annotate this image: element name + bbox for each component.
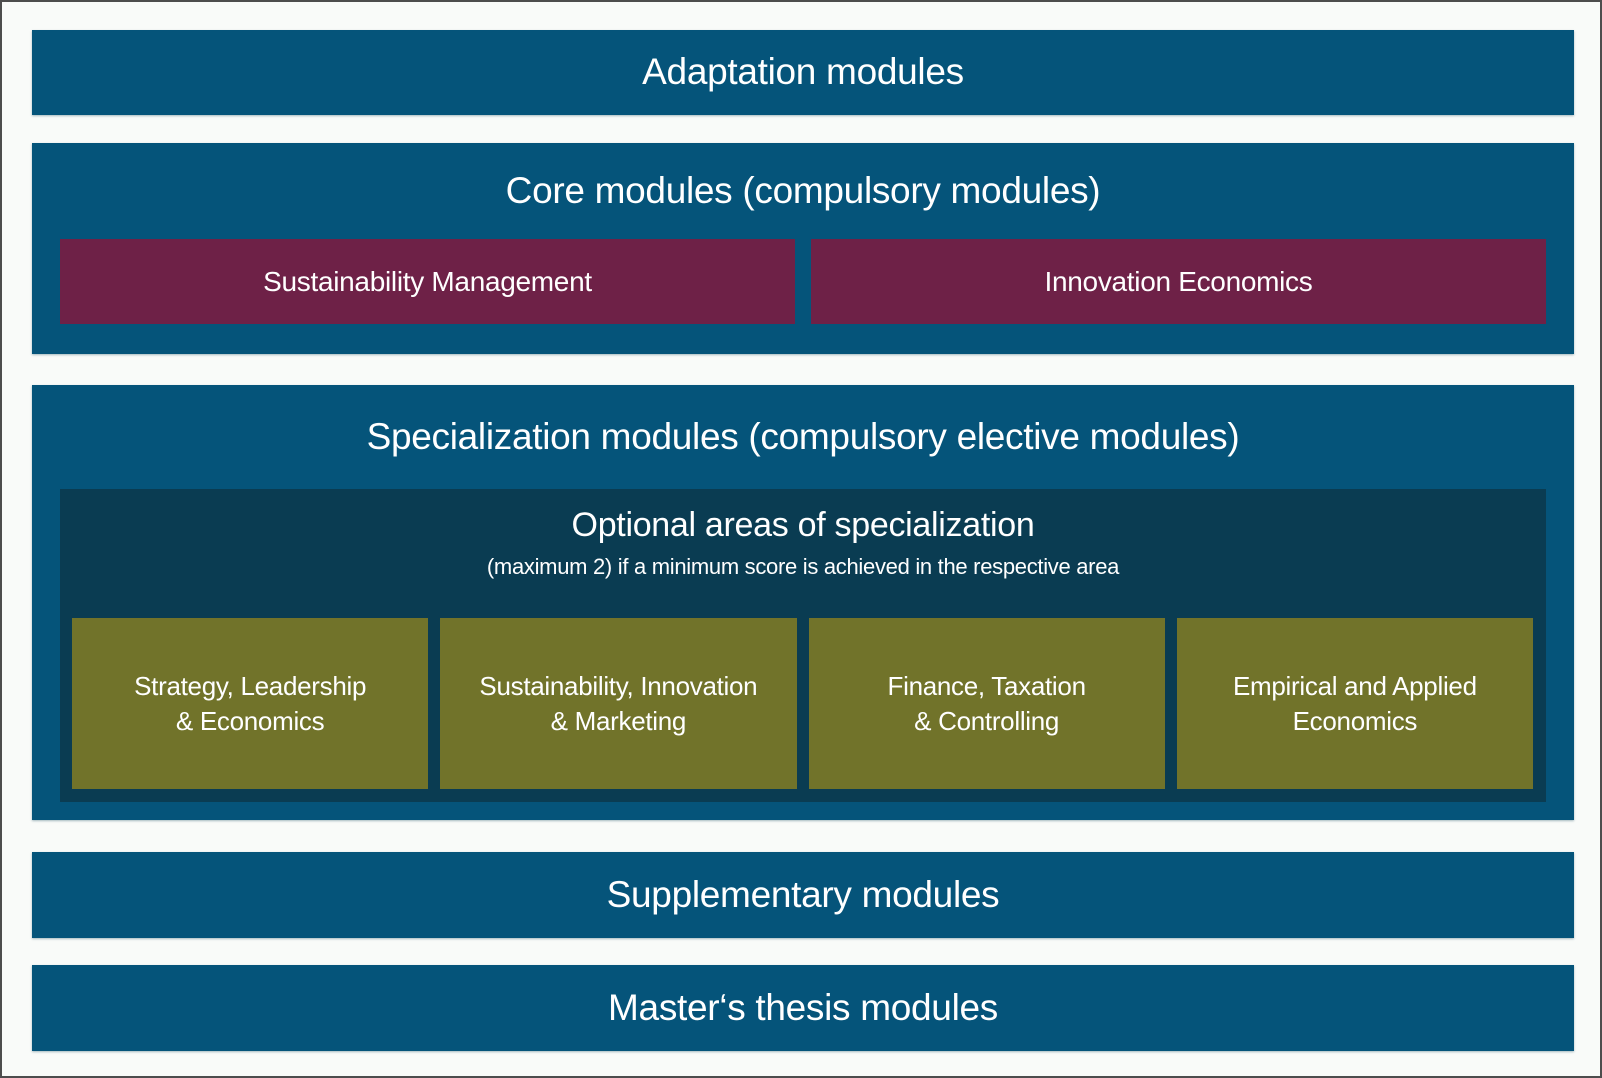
adaptation-modules-bar: Adaptation modules	[32, 30, 1574, 115]
adaptation-modules-label: Adaptation modules	[642, 51, 964, 93]
core-modules-title: Core modules (compulsory modules)	[505, 169, 1101, 211]
core-module-sustainability-management: Sustainability Management	[60, 239, 795, 324]
core-module-label: Sustainability Management	[263, 265, 592, 297]
area-label-line: & Controlling	[914, 705, 1060, 736]
specialization-areas-row: Strategy, Leadership & Economics Sustain…	[72, 618, 1533, 789]
specialization-modules-title-row: Specialization modules (compulsory elect…	[32, 385, 1574, 489]
masters-thesis-modules-bar: Master‘s thesis modules	[32, 965, 1574, 1051]
supplementary-modules-bar: Supplementary modules	[32, 852, 1574, 938]
specialization-area-finance-taxation-controlling: Finance, Taxation & Controlling	[808, 618, 1165, 789]
area-label-line: Finance, Taxation	[887, 670, 1087, 701]
masters-thesis-modules-label: Master‘s thesis modules	[608, 986, 998, 1028]
specialization-area-sustainability-innovation-marketing: Sustainability, Innovation & Marketing	[440, 618, 797, 789]
core-modules-section: Core modules (compulsory modules) Sustai…	[32, 143, 1574, 354]
optional-areas-title: Optional areas of specialization	[571, 506, 1035, 544]
area-label-line: & Marketing	[550, 705, 687, 736]
core-module-innovation-economics: Innovation Economics	[811, 239, 1546, 324]
area-label-line: Strategy, Leadership	[134, 670, 367, 701]
optional-areas-subtitle: (maximum 2) if a minimum score is achiev…	[486, 554, 1120, 579]
optional-areas-panel: Optional areas of specialization (maximu…	[60, 489, 1546, 802]
core-modules-title-row: Core modules (compulsory modules)	[32, 143, 1574, 239]
specialization-modules-section: Specialization modules (compulsory elect…	[32, 385, 1574, 820]
core-modules-row: Sustainability Management Innovation Eco…	[60, 239, 1546, 324]
supplementary-modules-label: Supplementary modules	[606, 873, 1000, 915]
area-label-line: Sustainability, Innovation	[479, 670, 758, 701]
area-label-line: & Economics	[175, 705, 325, 736]
core-module-label: Innovation Economics	[1044, 265, 1313, 297]
specialization-area-empirical-applied-economics: Empirical and Applied Economics	[1176, 618, 1533, 789]
area-label-line: Empirical and Applied	[1233, 670, 1477, 701]
area-label-line: Economics	[1292, 705, 1418, 736]
specialization-modules-title: Specialization modules (compulsory elect…	[366, 415, 1240, 457]
specialization-area-strategy-leadership-economics: Strategy, Leadership & Economics	[72, 618, 429, 789]
